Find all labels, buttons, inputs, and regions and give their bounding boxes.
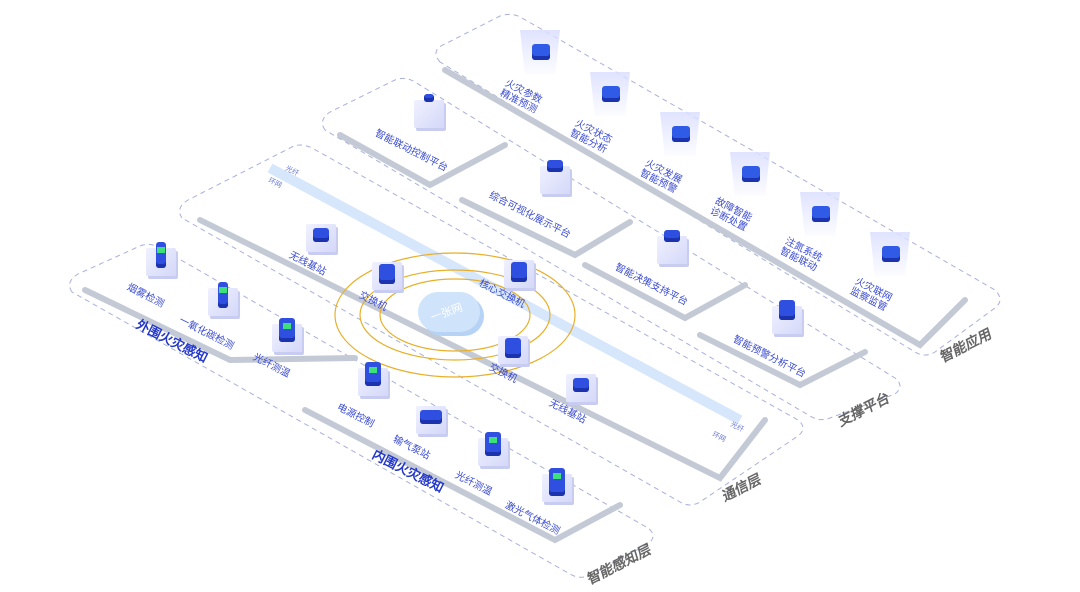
switch-icon [370,254,404,292]
wireless-base-station-icon [304,216,338,254]
core-switch-icon [502,252,536,290]
platform-edge-outer [82,287,358,364]
network-ring-inner [379,278,531,352]
power-control-icon [356,360,390,398]
laser-gas-detector-icon [540,466,574,504]
layer-outline-support [321,77,901,421]
app-icon-network-supervision [870,232,910,276]
fiber-temperature-icon [476,430,510,468]
platform-edge-support-1 [337,132,508,189]
layer-outline-perception [69,243,654,578]
switch-icon [496,328,530,366]
app-icon-fire-parameter [520,30,560,74]
platform-icon-decision-support [655,228,689,266]
wireless-base-station-icon [564,366,598,404]
network-ring-outer [334,252,576,378]
fiber-ring-strip [267,163,743,425]
platform-icon-warning-analysis [770,298,804,336]
platform-edge-support-4 [697,332,868,389]
cloud-label: 一张网 [428,300,465,325]
platform-edge-support-3 [582,262,748,322]
smoke-detector-icon [144,240,178,278]
platform-edge-application [442,67,968,349]
app-icon-fire-warning [660,112,700,156]
platform-edge-support-2 [459,197,633,259]
gas-pump-station-icon [414,398,448,436]
app-icon-fault-diagnosis [730,152,770,196]
app-icon-nitrogen-linkage [800,192,840,236]
cloud-icon: 一张网 [418,292,480,332]
fiber-temperature-icon [270,316,304,354]
co-detector-icon [206,280,240,318]
platform-icon-linkage-control [412,92,446,130]
layer-outline-application [435,13,1001,356]
network-ring-mid [359,269,551,361]
app-icon-fire-status [590,72,630,116]
platform-edge-communication [197,217,768,482]
platform-icon-visualization [538,158,572,196]
platform-edge-inner [302,407,623,544]
